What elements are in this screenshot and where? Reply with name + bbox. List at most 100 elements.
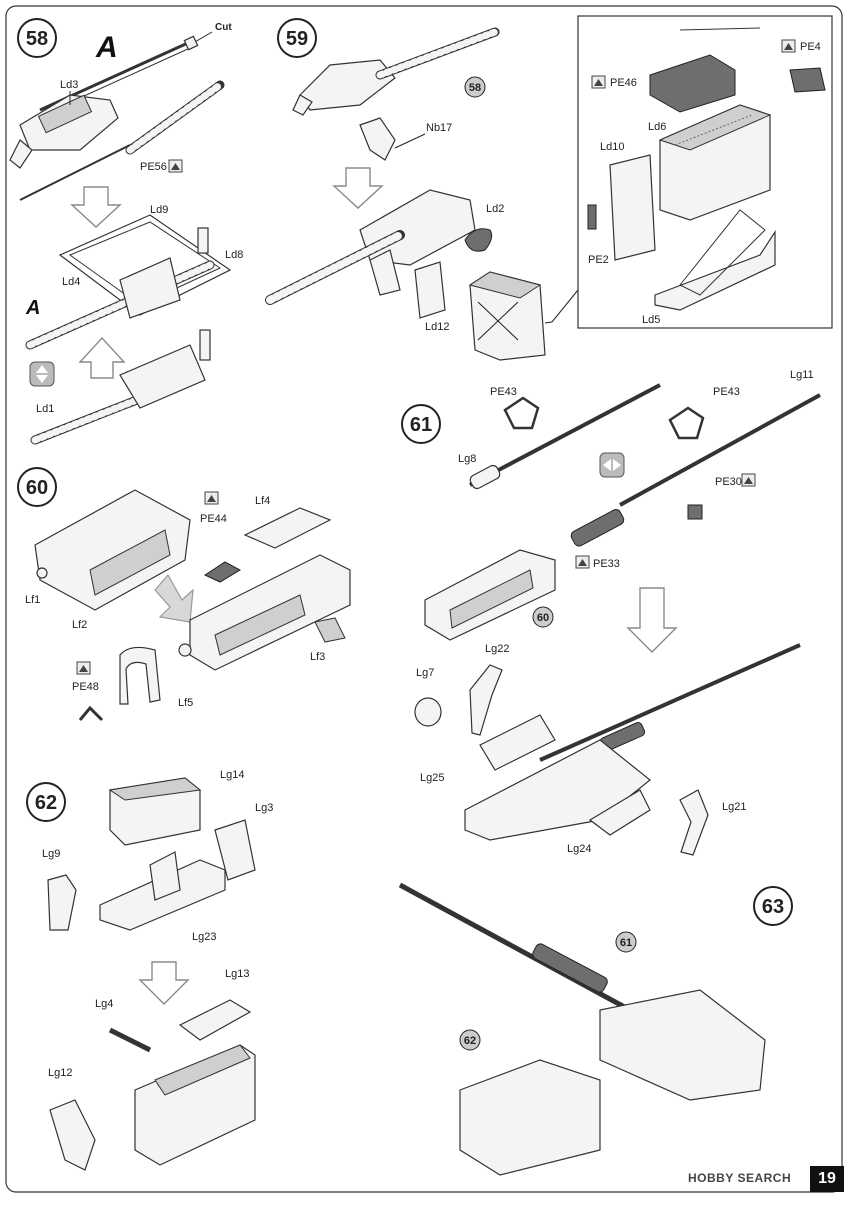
- flip-view-icon: [599, 452, 625, 478]
- lg11-barrel-drawing: [619, 393, 821, 507]
- label-lf1: Lf1: [25, 594, 40, 606]
- lg25-part-drawing: [479, 714, 556, 771]
- lf4-cover-drawing: [243, 507, 332, 549]
- perforated-barrel-drawing: [19, 80, 225, 201]
- lg21-part-drawing: [679, 789, 709, 856]
- page-border: [5, 5, 843, 1193]
- pe30-part-drawing: [687, 504, 703, 520]
- label-lf5: Lf5: [178, 697, 193, 709]
- ref-step-58-badge: [464, 76, 486, 98]
- pe33-jacket-drawing: [570, 509, 625, 547]
- marker-a-label: A: [25, 297, 40, 319]
- step-60: 60 Lf1 Lf2 PE44 Lf4 Lf3 Lf5: [17, 467, 351, 722]
- label-lf4: Lf4: [255, 495, 270, 507]
- label-lg12: Lg12: [48, 1067, 72, 1079]
- ld6-box-drawing: [658, 104, 772, 221]
- label-ld8: Ld8: [225, 249, 243, 261]
- lg9-part-drawing: [47, 874, 77, 931]
- final-jacket-drawing: [532, 943, 608, 993]
- gun-with-cradle-drawing: [265, 189, 476, 305]
- step-60-badge: [17, 467, 57, 507]
- label-lg13: Lg13: [225, 968, 249, 980]
- final-barrel-drawing: [398, 882, 632, 1013]
- pe43-left-part-drawing: [503, 396, 540, 430]
- label-pe33: PE33: [593, 558, 620, 570]
- lg4-part-drawing: [108, 1027, 152, 1053]
- lg23-tray-drawing: [99, 819, 256, 931]
- label-lg11: Lg11: [790, 369, 814, 381]
- label-lg23: Lg23: [192, 931, 216, 943]
- step-61-badge: [401, 404, 441, 444]
- label-pe4: PE4: [800, 41, 821, 53]
- label-ld12: Ld12: [425, 321, 449, 333]
- mount-cradle-drawing: [359, 117, 396, 161]
- step-63-badge: [753, 886, 793, 926]
- ref-step-62: 62: [464, 1035, 476, 1047]
- label-lg4: Lg4: [95, 998, 113, 1010]
- step-62: 62 Lg14 Lg3 Lg23 Lg9 Lg13 Lg4: [26, 769, 273, 1171]
- ref-step-60: 60: [537, 612, 549, 624]
- lf5-handles-drawing: [119, 646, 161, 705]
- label-pe2: PE2: [588, 254, 609, 266]
- assembled-barrel-drawing: [539, 643, 801, 762]
- ammo-tray-assembly-drawing: [134, 1044, 256, 1166]
- down-arrow-icon: [626, 587, 678, 653]
- step-58: 58 A Cut Ld3 PE56: [9, 18, 243, 445]
- label-pe48: PE48: [72, 681, 99, 693]
- lg14-ammo-block-drawing: [108, 777, 202, 846]
- lg12-part-drawing: [49, 1099, 96, 1171]
- final-ammo-tray-drawing: [459, 1059, 601, 1176]
- step-59-badge: [277, 18, 317, 58]
- sub-assembly-a-label: A: [95, 31, 118, 64]
- label-lg21: Lg21: [722, 801, 746, 813]
- step-62-number: 62: [35, 792, 57, 814]
- step-62-badge: [26, 782, 66, 822]
- ref-step-60-badge: [532, 606, 554, 628]
- step-59-number: 59: [286, 28, 308, 50]
- ref-step-58: 58: [469, 82, 481, 94]
- step-63-number: 63: [762, 896, 784, 918]
- label-ld9: Ld9: [150, 204, 168, 216]
- cut-label: Cut: [215, 22, 232, 33]
- ammo-belt-drawing: [464, 228, 493, 252]
- ref-step-61: 61: [620, 937, 632, 949]
- label-lg7: Lg7: [416, 667, 434, 679]
- label-ld4: Ld4: [62, 276, 80, 288]
- down-arrow-icon: [138, 961, 190, 1005]
- ld10-panel-drawing: [609, 154, 656, 261]
- label-pe46: PE46: [610, 77, 637, 89]
- step-61-number: 61: [410, 414, 432, 436]
- lg8-barrel-drawing: [469, 383, 661, 487]
- gun-bottom-drawing: [30, 329, 211, 445]
- label-pe56: PE56: [140, 161, 167, 173]
- ammo-guide-drawing: [414, 261, 446, 319]
- step-59: 59 58 Nb17 Ld2 Ld12: [265, 18, 546, 361]
- label-lg9: Lg9: [42, 848, 60, 860]
- ld5-base-drawing: [654, 209, 776, 311]
- receiver-assembly-drawing: [178, 554, 351, 671]
- label-pe43-left: PE43: [490, 386, 517, 398]
- step-58-number: 58: [26, 28, 48, 50]
- down-arrow-icon: [70, 186, 122, 228]
- label-lf3: Lf3: [310, 651, 325, 663]
- lg7-part-drawing: [414, 697, 442, 727]
- pe46-part-drawing: [649, 54, 736, 113]
- gun-assembly-top-drawing: [292, 27, 500, 116]
- receiver-from-step-60-drawing: [424, 549, 556, 641]
- label-lf2: Lf2: [72, 619, 87, 631]
- mount-frame-drawing: [25, 214, 232, 350]
- ref-step-62-badge: [459, 1029, 481, 1051]
- pe4-part-drawing: [789, 67, 826, 93]
- step-63: 63 61 62: [398, 882, 793, 1176]
- label-lg24: Lg24: [567, 843, 591, 855]
- up-arrow-icon: [78, 336, 126, 379]
- label-pe44: PE44: [200, 513, 227, 525]
- ref-step-61-badge: [615, 931, 637, 953]
- step-61: 61 PE43 PE43 Lg11 Lg8 PE30 PE33 60: [401, 369, 821, 856]
- insert-arrow-icon: [154, 573, 194, 623]
- receiver-halves-drawing: [34, 489, 191, 611]
- label-ld3: Ld3: [60, 79, 78, 91]
- label-pe43-right: PE43: [713, 386, 740, 398]
- rotate-view-icon: [29, 361, 55, 387]
